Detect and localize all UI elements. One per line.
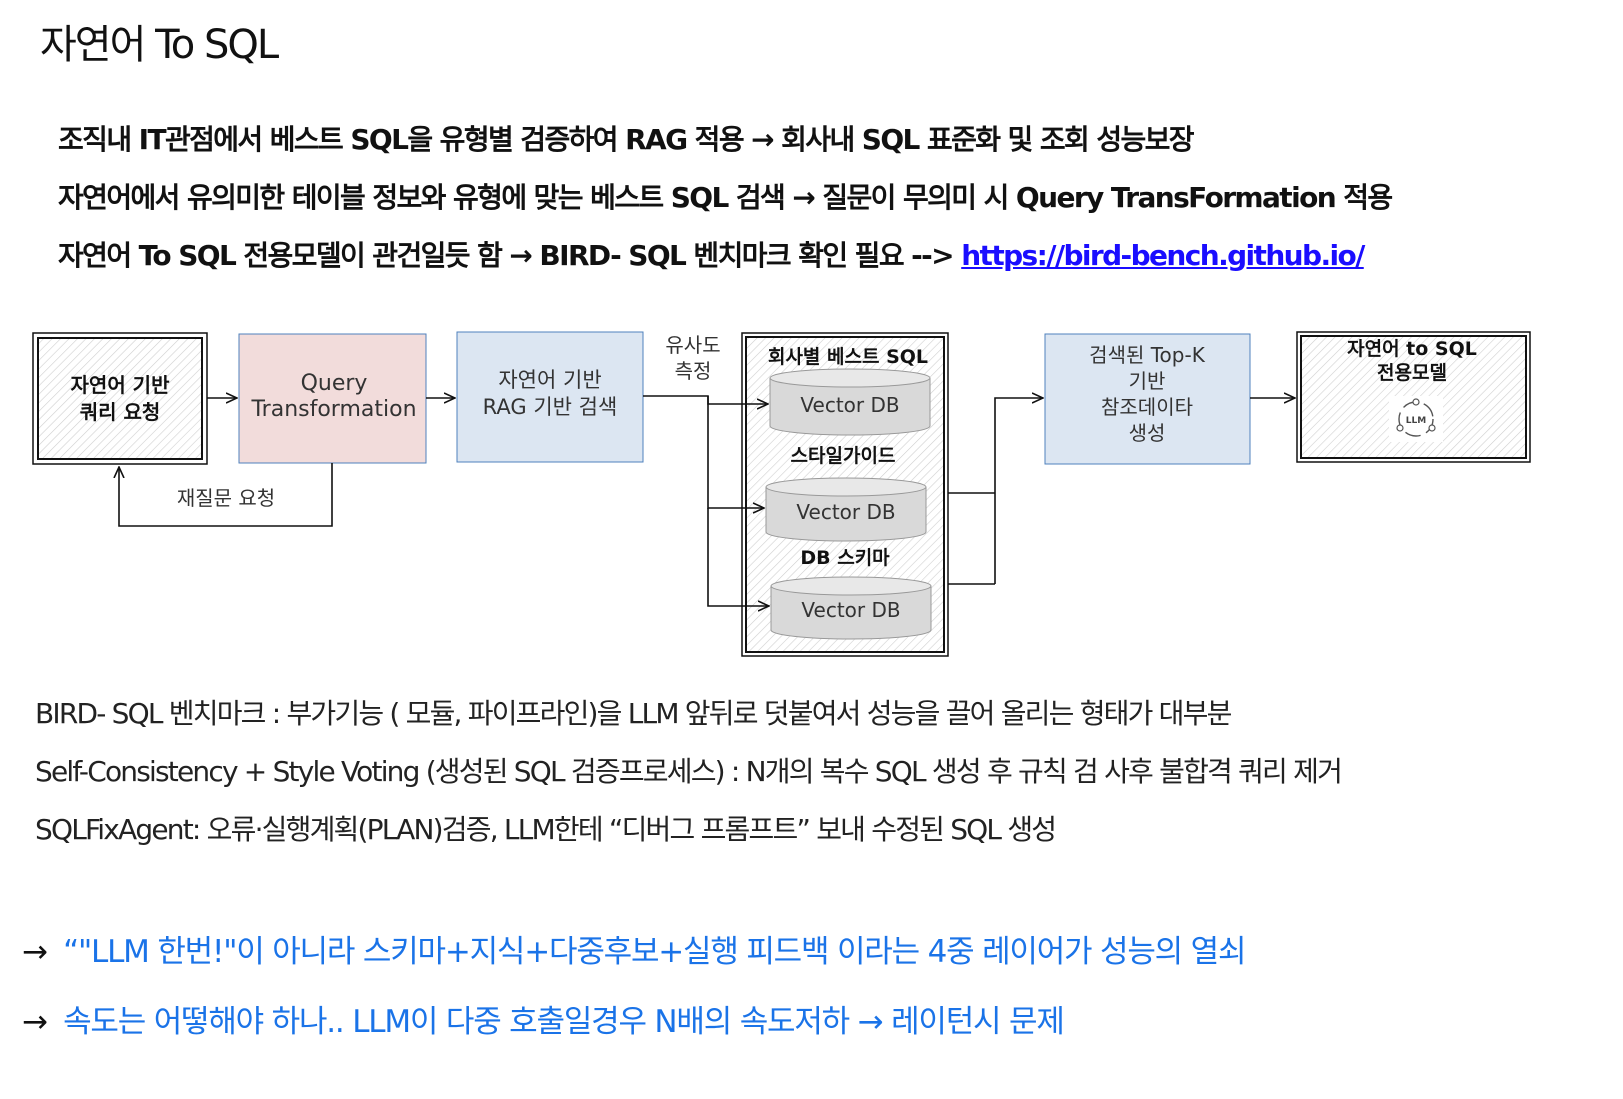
rag-box-line1: 자연어 기반 (498, 368, 601, 392)
style-guide-label: 스타일가이드 (791, 445, 896, 467)
qt-box-line2: Transformation (250, 397, 416, 422)
intro-line-3-text: 자연어 To SQL 전용모델이 관건일듯 함 → BIRD- SQL 벤치마크… (58, 239, 962, 272)
vector-db-group: 회사별 베스트 SQL 스타일가이드 DB 스키마 Vector DB Vect… (741, 332, 949, 657)
model-box-line2: 전용모델 (1377, 362, 1447, 384)
vector-db-label-1: Vector DB (800, 393, 899, 417)
qt-box-line1: Query (301, 371, 368, 396)
arrow-right-icon: → (22, 1004, 48, 1040)
vector-db-label-3: Vector DB (801, 598, 900, 622)
db-group-title: 회사별 베스트 SQL (768, 346, 928, 368)
vector-db-schema: Vector DB (770, 576, 932, 640)
vector-db-label-2: Vector DB (796, 500, 895, 524)
topk-box-line3: 참조데이타 (1101, 395, 1193, 419)
note-line-2: Self-Consistency + Style Voting (생성된 SQL… (35, 755, 1343, 788)
nl-to-sql-model-box: 자연어 to SQL 전용모델 LLM (1296, 331, 1531, 463)
page-title: 자연어 To SQL (40, 22, 279, 68)
similarity-label-line1: 유사도 (665, 333, 720, 357)
topk-box-line2: 기반 (1129, 369, 1166, 393)
conclusion-line-1: → “"LLM 한번!"이 아니라 스키마+지식+다중후보+실행 피드백 이라는… (22, 926, 1246, 971)
model-box-line1: 자연어 to SQL (1347, 338, 1477, 360)
llm-cycle-icon: LLM (1389, 396, 1443, 442)
intro-line-2: 자연어에서 유의미한 테이블 정보와 유형에 맞는 베스트 SQL 검색 → 질… (58, 181, 1393, 214)
arrow-right-icon: → (22, 934, 48, 970)
architecture-diagram: 자연어 기반 쿼리 요청 Query Transformation 자연어 기반… (32, 331, 1531, 657)
note-line-3: SQLFixAgent: 오류·실행계획(PLAN)검증, LLM한테 “디버그… (35, 813, 1057, 846)
request-box-line1: 자연어 기반 (71, 373, 171, 397)
rag-box-line2: RAG 기반 검색 (483, 395, 618, 419)
vector-db-style-guide: Vector DB (765, 477, 927, 542)
request-box-line2: 쿼리 요청 (80, 400, 161, 424)
conclusion-line-2: → 속도는 어떻해야 하나.. LLM이 다중 호출일경우 N배의 속도저하 →… (22, 996, 1065, 1041)
llm-icon-text: LLM (1406, 416, 1426, 426)
db-schema-label: DB 스키마 (800, 547, 890, 569)
conclusion-text-1: “"LLM 한번!"이 아니라 스키마+지식+다중후보+실행 피드백 이라는 4… (63, 934, 1246, 970)
conclusion-text-2: 속도는 어떻해야 하나.. LLM이 다중 호출일경우 N배의 속도저하 → 레… (63, 1004, 1065, 1040)
intro-line-3: 자연어 To SQL 전용모델이 관건일듯 함 → BIRD- SQL 벤치마크… (58, 234, 1365, 274)
flow-arrows (119, 396, 1295, 606)
intro-line-1: 조직내 IT관점에서 베스트 SQL을 유형별 검증하여 RAG 적용 → 회사… (58, 123, 1195, 156)
rag-search-box: 자연어 기반 RAG 기반 검색 (456, 331, 644, 463)
note-line-1: BIRD- SQL 벤치마크 : 부가기능 ( 모듈, 파이프라인)을 LLM … (35, 697, 1232, 730)
re-question-label: 재질문 요청 (177, 486, 275, 510)
topk-reference-box: 검색된 Top-K 기반 참조데이타 생성 (1044, 333, 1251, 465)
query-transformation-box: Query Transformation (238, 333, 427, 464)
topk-box-line1: 검색된 Top-K (1089, 343, 1206, 367)
vector-db-best-sql: Vector DB (769, 368, 931, 436)
natural-language-request-box: 자연어 기반 쿼리 요청 (32, 332, 208, 465)
topk-box-line4: 생성 (1129, 421, 1166, 445)
bird-bench-link[interactable]: https://bird-bench.github.io/ (961, 239, 1365, 272)
similarity-label-line2: 측정 (675, 359, 712, 383)
